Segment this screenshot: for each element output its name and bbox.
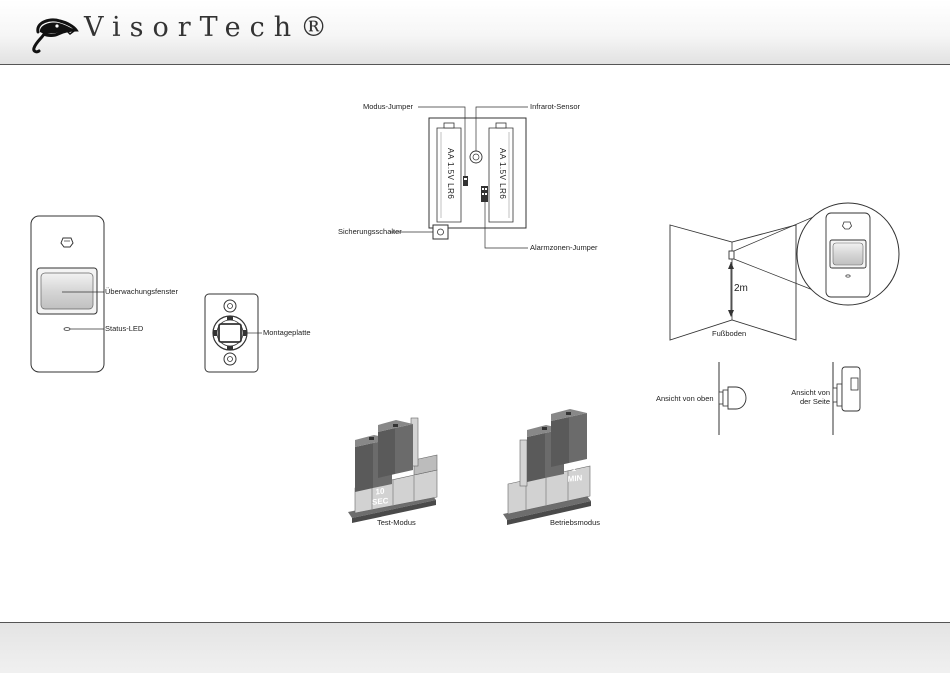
side-view-diagram [833,362,860,435]
mounting-plate [205,294,262,372]
zone-jumper-label: Alarmzonen-Jumper [530,244,598,252]
top-view-diagram [719,362,746,435]
window-label: Überwachungsfenster [105,288,178,296]
battery-2-label: AA 1.5V LR6 [498,148,507,199]
infrared-sensor-label: Infrarot-Sensor [530,103,580,111]
page-footer [0,622,950,673]
jumper-block-test-mode [348,418,437,523]
mount-plate-label: Montageplatte [263,329,311,337]
tamper-switch-label: Sicherungsschalter [338,228,402,236]
battery-1-label: AA 1.5V LR6 [446,148,455,199]
sensor-front-view [31,216,104,372]
side-view-label-line-1: Ansicht von [786,389,830,397]
test-mode-label: Test-Modus [377,519,416,527]
battery-compartment [390,107,528,248]
installation-room-diagram [670,203,899,340]
mode-jumper-label: Modus-Jumper [363,103,413,111]
top-view-label: Ansicht von oben [656,395,714,403]
operating-mode-label: Betriebsmodus [550,519,600,527]
height-label: 2m [734,284,748,294]
status-led-label: Status-LED [105,325,143,333]
operating-mode-value: 1 [566,464,582,474]
test-mode-unit: SEC [372,497,388,507]
floor-label: Fußboden [712,330,746,338]
side-view-label-line-2: der Seite [786,398,830,406]
